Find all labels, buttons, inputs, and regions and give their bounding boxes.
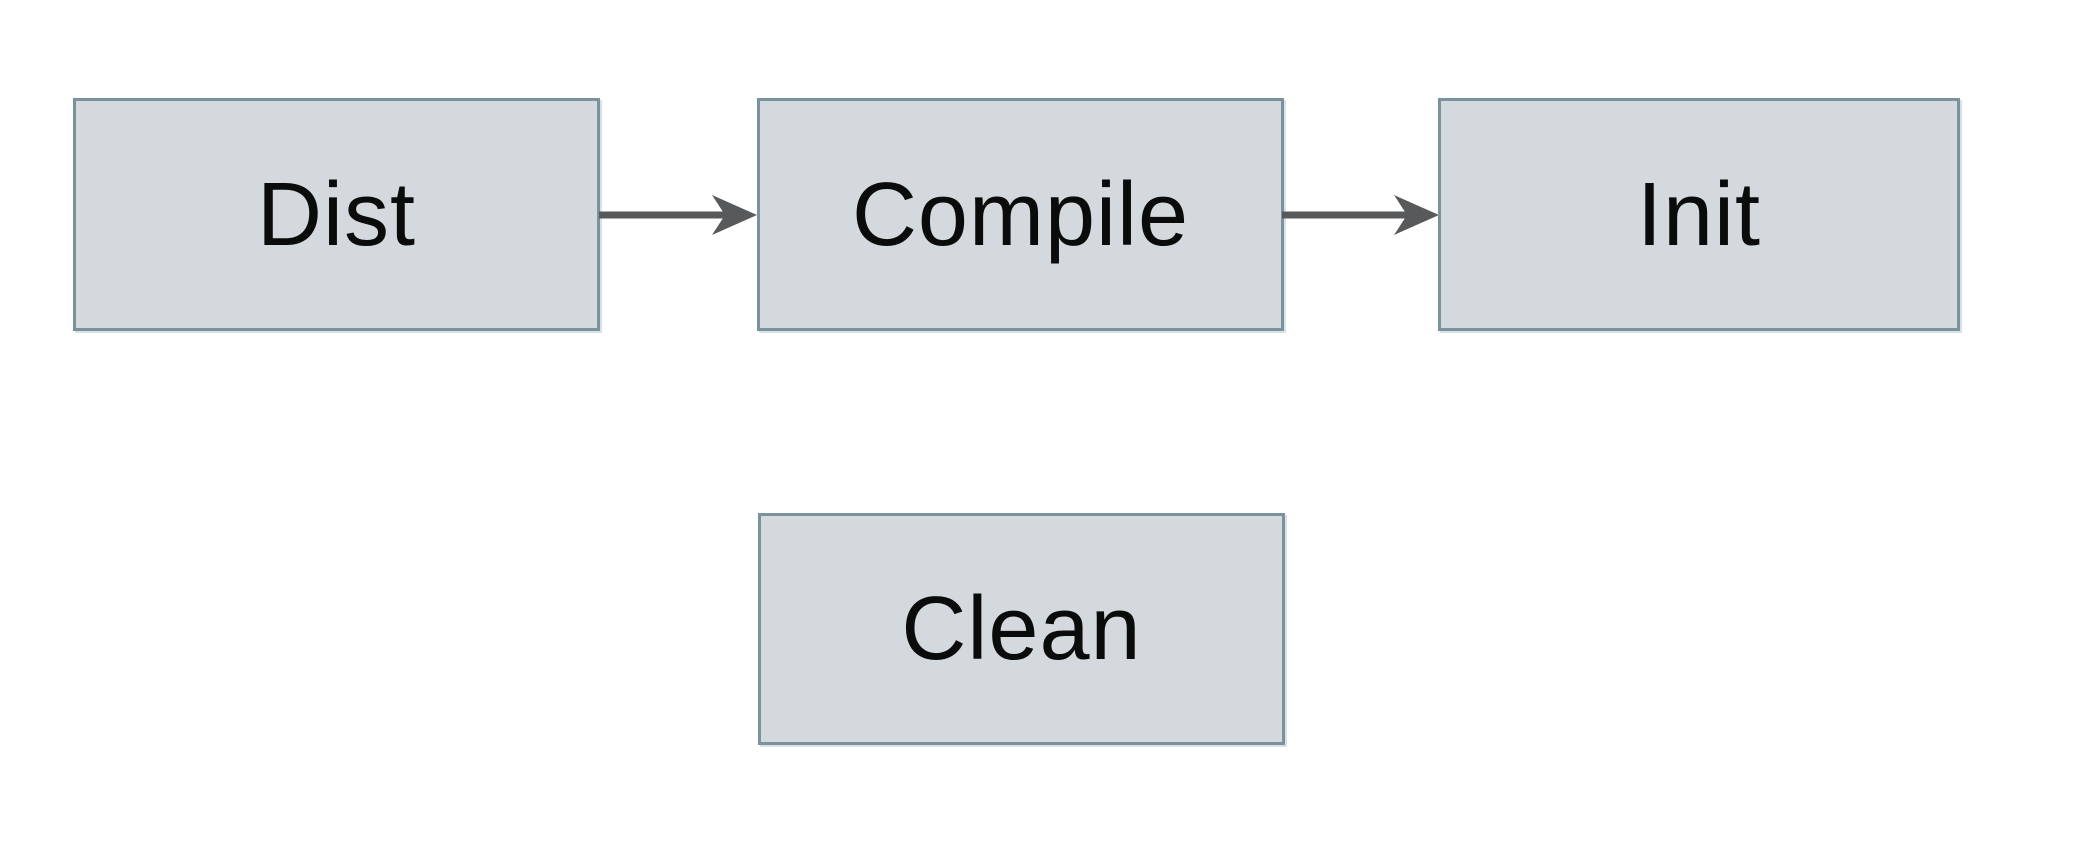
node-dist-label: Dist bbox=[257, 164, 416, 265]
node-clean[interactable]: Clean bbox=[758, 513, 1285, 745]
node-init[interactable]: Init bbox=[1438, 98, 1960, 331]
node-clean-label: Clean bbox=[901, 579, 1142, 679]
arrowhead-icon bbox=[712, 195, 757, 235]
arrow-dist-to-compile[interactable] bbox=[599, 193, 757, 237]
node-compile-label: Compile bbox=[851, 164, 1190, 265]
arrow-compile-to-init[interactable] bbox=[1282, 193, 1439, 237]
node-compile[interactable]: Compile bbox=[757, 98, 1284, 331]
arrowhead-icon bbox=[1394, 195, 1439, 235]
node-init-label: Init bbox=[1636, 164, 1762, 265]
node-dist[interactable]: Dist bbox=[73, 98, 600, 331]
